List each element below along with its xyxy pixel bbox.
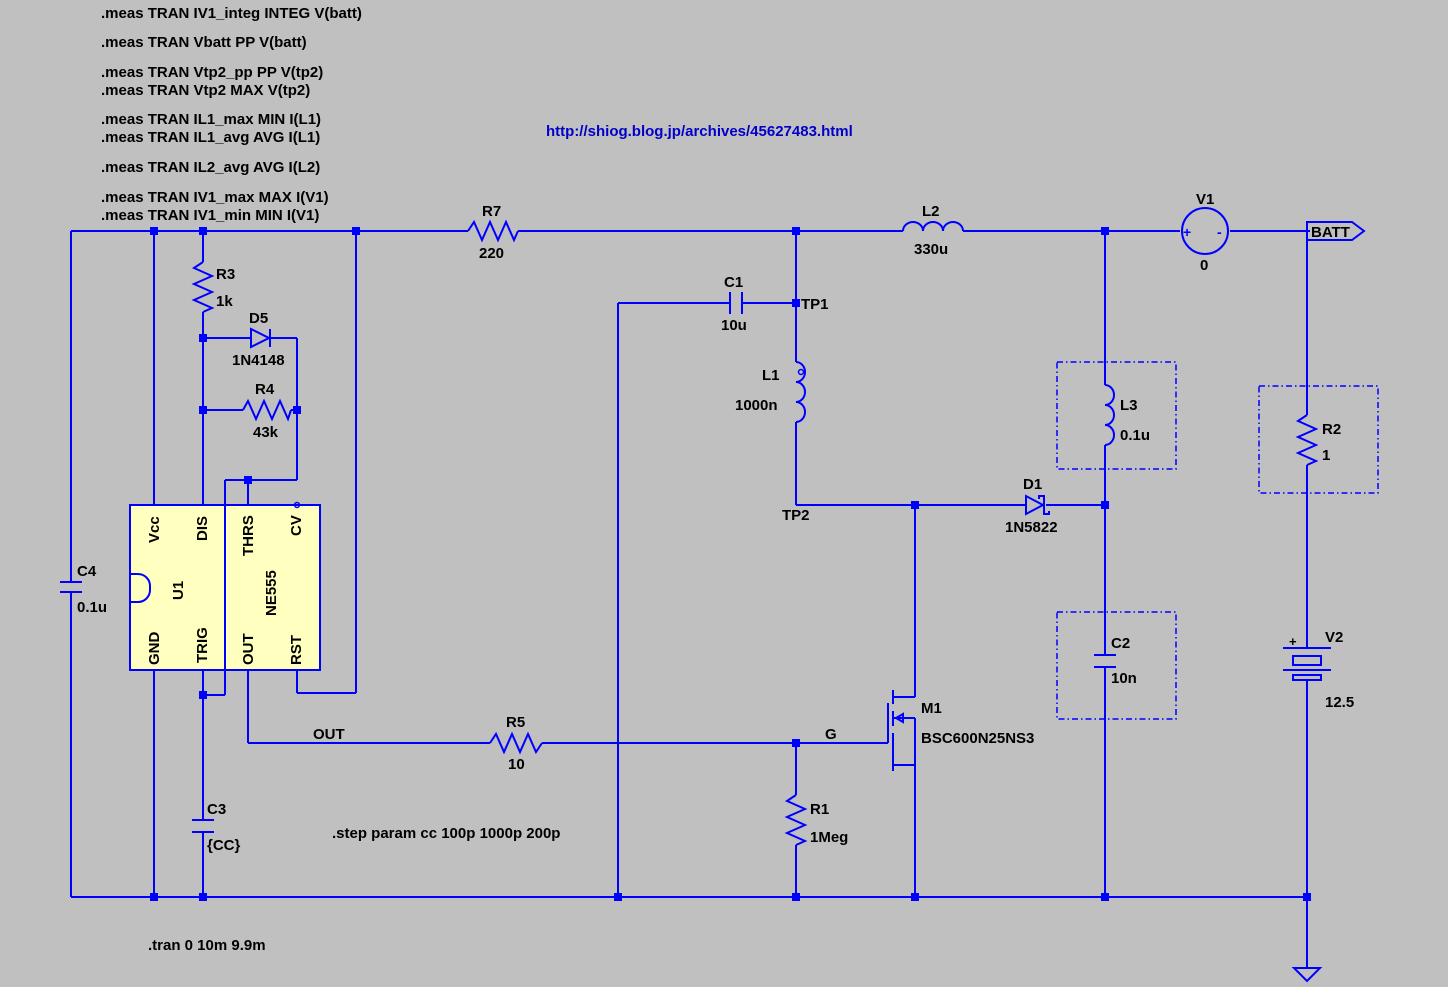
v1-minus-sign: -: [1217, 224, 1222, 240]
pin-label-gnd: GND: [146, 632, 163, 666]
l1-value: 1000n: [735, 397, 778, 414]
pin-label-trig: TRIG: [194, 627, 211, 663]
r1-value: 1Meg: [810, 829, 848, 846]
capacitor-c2[interactable]: C2 10n: [1056, 611, 1177, 720]
v1-plus-sign: +: [1183, 224, 1191, 240]
resistor-r2[interactable]: R2 1: [1258, 385, 1379, 494]
resistor-r5[interactable]: R5 10: [489, 714, 543, 773]
c2-value: 10n: [1111, 670, 1137, 687]
c4-value: 0.1u: [77, 599, 107, 616]
meas-directive-6[interactable]: .meas TRAN IL1_avg AVG I(L1): [101, 129, 320, 146]
v2-value: 12.5: [1325, 694, 1354, 711]
meas-directive-3[interactable]: .meas TRAN Vtp2_pp PP V(tp2): [101, 64, 323, 81]
resistor-r1[interactable]: R1 1Meg: [784, 794, 848, 846]
resistor-r7[interactable]: R7 220: [467, 203, 519, 262]
c3-name: C3: [207, 801, 226, 818]
diode-d5[interactable]: D5 1N4148: [232, 310, 285, 369]
junction-dots: [150, 227, 1311, 901]
pin-label-cv: CV: [288, 515, 305, 536]
ground-symbol[interactable]: [1291, 967, 1323, 983]
meas-directive-1[interactable]: .meas TRAN IV1_integ INTEG V(batt): [101, 5, 362, 22]
m1-value: BSC600N25NS3: [921, 730, 1034, 747]
meas-directive-9[interactable]: .meas TRAN IV1_min MIN I(V1): [101, 207, 319, 224]
r1-name: R1: [810, 801, 829, 818]
r4-value: 43k: [253, 424, 279, 441]
r5-value: 10: [508, 756, 525, 773]
net-label-tp1: TP1: [801, 296, 829, 313]
d5-name: D5: [249, 310, 268, 327]
resistor-r3[interactable]: R3 1k: [191, 261, 235, 313]
r3-name: R3: [216, 266, 235, 283]
net-flag-batt[interactable]: BATT: [1306, 221, 1366, 241]
u1-name: U1: [170, 581, 187, 600]
pin-label-out: OUT: [240, 633, 257, 665]
net-label-tp2: TP2: [782, 507, 810, 524]
blog-url-link[interactable]: http://shiog.blog.jp/archives/45627483.h…: [546, 123, 853, 140]
ic-u1-ne555[interactable]: Vcc DIS THRS CV GND TRIG OUT RST U1 NE55…: [129, 501, 321, 671]
meas-directive-5[interactable]: .meas TRAN IL1_max MIN I(L1): [101, 111, 321, 128]
meas-directive-8[interactable]: .meas TRAN IV1_max MAX I(V1): [101, 189, 329, 206]
v1-value: 0: [1200, 257, 1208, 274]
pin-label-rst: RST: [288, 635, 305, 665]
r2-value: 1: [1322, 447, 1330, 464]
battery-v2[interactable]: + V2 12.5: [1283, 629, 1354, 711]
v2-plus-sign: +: [1289, 634, 1297, 649]
net-label-out: OUT: [313, 726, 345, 743]
schottky-diode-d1[interactable]: D1 1N5822: [1005, 476, 1058, 536]
pin-label-thrs: THRS: [240, 515, 257, 556]
l3-value: 0.1u: [1120, 427, 1150, 444]
capacitor-c3[interactable]: C3 {CC}: [192, 801, 241, 854]
c1-value: 10u: [721, 317, 747, 334]
inductor-l2[interactable]: L2 330u: [902, 203, 964, 258]
inductor-l3[interactable]: L3 0.1u: [1056, 361, 1177, 470]
r7-name: R7: [482, 203, 501, 220]
d5-value: 1N4148: [232, 352, 285, 369]
l3-name: L3: [1120, 397, 1138, 414]
meas-directive-7[interactable]: .meas TRAN IL2_avg AVG I(L2): [101, 159, 320, 176]
step-directive[interactable]: .step param cc 100p 1000p 200p: [332, 825, 560, 842]
v2-name: V2: [1325, 629, 1343, 646]
mosfet-m1[interactable]: M1 BSC600N25NS3: [887, 690, 1034, 771]
voltage-source-v1[interactable]: + - V1 0: [1181, 191, 1229, 274]
tran-directive[interactable]: .tran 0 10m 9.9m: [148, 937, 266, 954]
l2-name: L2: [922, 203, 940, 220]
inductor-l1[interactable]: L1 1000n: [735, 361, 806, 423]
meas-directive-4[interactable]: .meas TRAN Vtp2 MAX V(tp2): [101, 82, 310, 99]
v1-name: V1: [1196, 191, 1214, 208]
l1-name: L1: [762, 367, 780, 384]
net-label-g: G: [825, 726, 837, 743]
pin-label-vcc: Vcc: [146, 516, 163, 543]
wires: [70, 230, 1310, 968]
r4-name: R4: [255, 381, 275, 398]
capacitor-c1[interactable]: C1 10u: [721, 274, 747, 334]
l2-value: 330u: [914, 241, 948, 258]
meas-directive-2[interactable]: .meas TRAN Vbatt PP V(batt): [101, 34, 307, 51]
r5-name: R5: [506, 714, 525, 731]
capacitor-c4[interactable]: C4 0.1u: [60, 563, 107, 616]
resistor-r4[interactable]: R4 43k: [242, 381, 292, 441]
r2-name: R2: [1322, 421, 1341, 438]
batt-label: BATT: [1311, 224, 1350, 241]
d1-value: 1N5822: [1005, 519, 1058, 536]
r3-value: 1k: [216, 293, 233, 310]
r7-value: 220: [479, 245, 504, 262]
d1-name: D1: [1023, 476, 1042, 493]
c1-name: C1: [724, 274, 743, 291]
meas-directives: .meas TRAN IV1_integ INTEG V(batt) .meas…: [101, 5, 362, 224]
c2-name: C2: [1111, 635, 1130, 652]
u1-value: NE555: [263, 570, 280, 616]
pin-label-dis: DIS: [194, 516, 211, 541]
c3-value: {CC}: [207, 837, 241, 854]
c4-name: C4: [77, 563, 97, 580]
m1-name: M1: [921, 700, 942, 717]
